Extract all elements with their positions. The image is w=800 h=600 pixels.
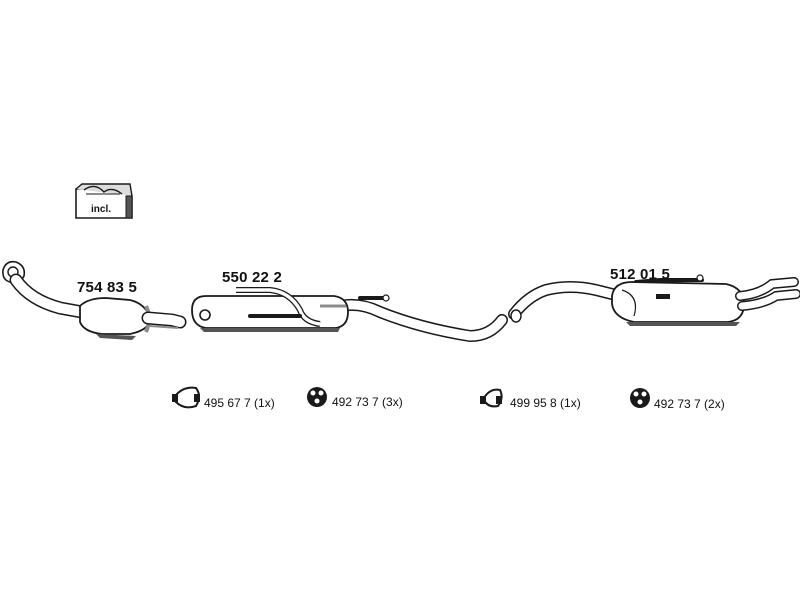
middle-silencer-drawing: [191, 287, 508, 343]
part-number-middle-silencer: 550 22 2: [222, 269, 282, 286]
hardware-label-rubber-a: 492 73 7 (3x): [332, 395, 403, 409]
rear-silencer-drawing: [508, 274, 800, 326]
hardware-label-clamp-a: 495 67 7 (1x): [204, 396, 275, 410]
rubber-mount-icon: [307, 387, 327, 407]
rubber-mount-icon: [630, 388, 650, 408]
hardware-label-clamp-b: 499 95 8 (1x): [510, 396, 581, 410]
part-number-catalytic-converter: 754 83 5: [77, 279, 137, 296]
pipe-clamp-icon: [172, 386, 200, 409]
mounting-kit-icon: [75, 183, 133, 219]
catalytic-converter-drawing: [2, 260, 187, 340]
pipe-clamp-icon: [480, 388, 503, 408]
hardware-label-rubber-b: 492 73 7 (2x): [654, 397, 725, 411]
mounting-kit-label: incl.: [91, 204, 112, 215]
part-number-rear-silencer: 512 01 5: [610, 266, 670, 283]
